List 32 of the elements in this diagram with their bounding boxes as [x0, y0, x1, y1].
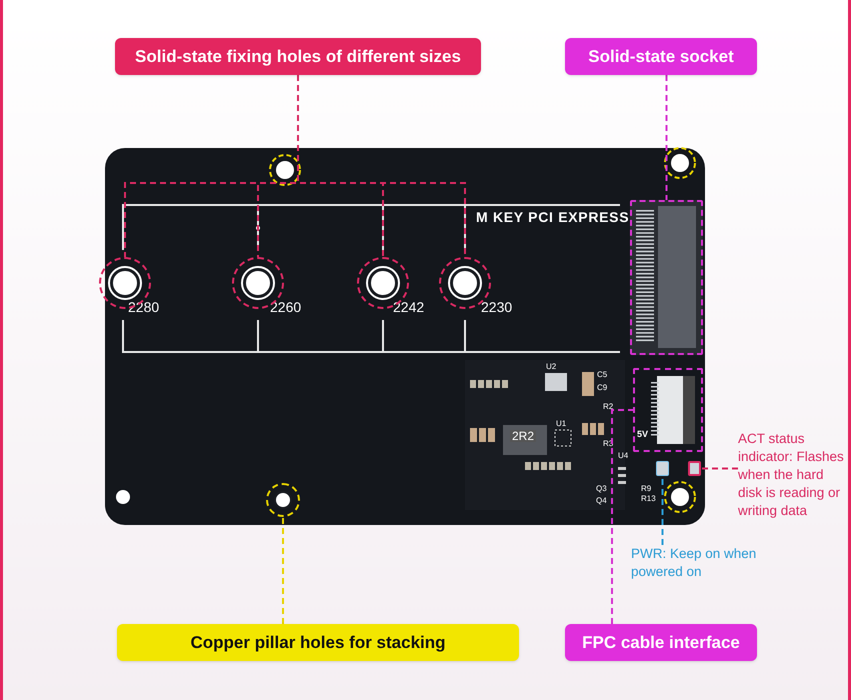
fpc-connector — [633, 368, 703, 452]
size-label: 2260 — [270, 300, 302, 314]
size-label: 2230 — [481, 300, 512, 314]
component-label: Q3 — [596, 485, 607, 493]
m2-socket — [630, 200, 703, 355]
component-label: U2 — [546, 363, 556, 371]
component-label: C5 — [597, 371, 608, 379]
component-label: R13 — [641, 495, 656, 503]
component-label: U1 — [556, 420, 566, 428]
led — [688, 461, 701, 476]
annotation-text: ACT status indicator: Flashes when the hard disk is reading or writing data — [738, 430, 848, 536]
component-label: 5V — [637, 430, 648, 439]
leader-line — [662, 476, 664, 545]
size-label: 2242 — [393, 300, 424, 314]
callout-label: Solid-state socket — [565, 38, 757, 75]
callout-label: Solid-state fixing holes of different sizes — [115, 38, 481, 75]
leader-line — [666, 75, 668, 200]
leader-line — [282, 517, 284, 624]
mounting-hole — [266, 483, 300, 517]
silkscreen-text: M KEY PCI EXPRESS — [476, 210, 630, 224]
annotation-text: PWR: Keep on when powered on — [631, 545, 761, 583]
component-label: R9 — [641, 485, 652, 493]
led — [656, 461, 669, 476]
leader-line — [701, 468, 738, 470]
component-label: Q4 — [596, 497, 607, 505]
leader-line — [611, 409, 633, 624]
component-label: C9 — [597, 384, 608, 392]
component-label: R2 — [603, 403, 614, 411]
callout-label: Copper pillar holes for stacking — [117, 624, 519, 661]
callout-label: FPC cable interface — [565, 624, 757, 661]
component-label: U4 — [618, 452, 628, 460]
component-label: 2R2 — [510, 430, 536, 442]
